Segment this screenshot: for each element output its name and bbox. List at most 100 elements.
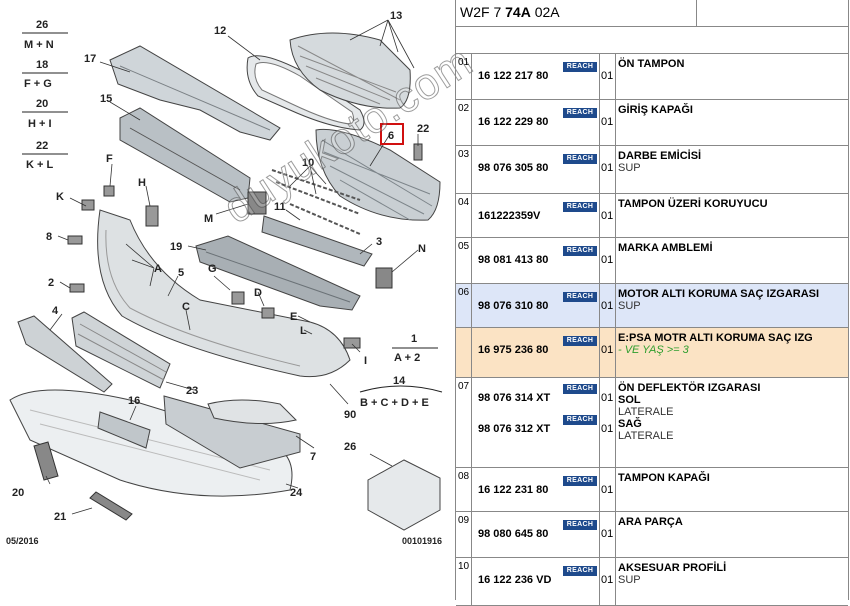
row-number: 03 bbox=[456, 146, 472, 193]
svg-text:1: 1 bbox=[411, 333, 417, 345]
legend-item: 14B + C + D + E bbox=[359, 375, 443, 409]
row-number: 01 bbox=[456, 54, 472, 99]
underbody-shield-part bbox=[9, 389, 293, 497]
svg-text:4: 4 bbox=[52, 305, 59, 317]
svg-text:G: G bbox=[208, 263, 217, 275]
svg-text:L: L bbox=[300, 325, 307, 337]
part-note: LATERALE bbox=[618, 406, 674, 418]
part-quantity: 01 bbox=[601, 162, 614, 174]
part-note: SOL bbox=[618, 394, 641, 406]
part-title: TAMPON ÜZERİ KORUYUCU bbox=[618, 198, 768, 210]
group-code: W2F 7 74A 02A bbox=[460, 4, 560, 20]
svg-text:20: 20 bbox=[12, 487, 24, 499]
part-reference[interactable]: 161222359V bbox=[478, 210, 541, 222]
part-reference[interactable]: 16 122 231 80 bbox=[478, 484, 549, 496]
part-note: SUP bbox=[618, 162, 641, 174]
svg-text:D: D bbox=[254, 287, 262, 299]
part-quantity: 01 bbox=[601, 254, 614, 266]
svg-text:24: 24 bbox=[290, 487, 303, 499]
reach-badge: REACH bbox=[563, 154, 597, 164]
part-reference[interactable]: 98 076 305 80 bbox=[478, 162, 549, 174]
svg-text:F + G: F + G bbox=[24, 78, 52, 90]
svg-text:3: 3 bbox=[376, 236, 382, 248]
part-description: TAMPON KAPAĞI bbox=[616, 468, 848, 511]
bumper-part bbox=[97, 209, 351, 378]
row-number: 06 bbox=[456, 284, 472, 327]
absorber-part bbox=[261, 215, 373, 267]
svg-text:A + 2: A + 2 bbox=[394, 352, 420, 364]
svg-text:10: 10 bbox=[302, 157, 314, 169]
part-reference[interactable]: 98 076 312 XT bbox=[478, 423, 551, 435]
reach-badge: REACH bbox=[563, 415, 597, 425]
part-reference[interactable]: 98 081 413 80 bbox=[478, 254, 549, 266]
svg-text:22: 22 bbox=[36, 140, 48, 152]
reach-badge: REACH bbox=[563, 292, 597, 302]
part-quantity: 01 bbox=[601, 423, 614, 435]
svg-text:H: H bbox=[138, 177, 146, 189]
part-note: - VE YAŞ >= 3 bbox=[618, 344, 689, 356]
part-quantity: 01 bbox=[601, 574, 614, 586]
svg-text:2: 2 bbox=[48, 277, 54, 289]
part-quantity: 01 bbox=[601, 484, 614, 496]
part-description: GİRİŞ KAPAĞI bbox=[616, 100, 848, 145]
part-description: ARA PARÇA bbox=[616, 512, 848, 557]
part-reference[interactable]: 16 122 229 80 bbox=[478, 116, 549, 128]
diagram-ref-no: 00101916 bbox=[402, 536, 442, 546]
part-quantity: 01 bbox=[601, 116, 614, 128]
svg-text:26: 26 bbox=[36, 19, 48, 31]
part-title: GİRİŞ KAPAĞI bbox=[618, 104, 693, 116]
part-reference[interactable]: 16 122 217 80 bbox=[478, 70, 549, 82]
diagram-date: 05/2016 bbox=[6, 536, 39, 546]
svg-text:F: F bbox=[106, 153, 113, 165]
reach-badge: REACH bbox=[563, 520, 597, 530]
part-title: AKSESUAR PROFİLİ bbox=[618, 562, 727, 574]
part-title: TAMPON KAPAĞI bbox=[618, 472, 710, 484]
row-number: 10 bbox=[456, 558, 472, 605]
legend-item: 26 M + N bbox=[22, 19, 68, 51]
main-grille-part bbox=[315, 128, 441, 221]
svg-text:22: 22 bbox=[417, 123, 429, 135]
row-number: 04 bbox=[456, 194, 472, 237]
part-reference[interactable]: 98 080 645 80 bbox=[478, 528, 549, 540]
svg-text:21: 21 bbox=[54, 511, 66, 523]
part-reference[interactable]: 16 975 236 80 bbox=[478, 344, 549, 356]
svg-text:M: M bbox=[204, 213, 213, 225]
svg-text:15: 15 bbox=[100, 93, 112, 105]
part-reference[interactable]: 98 076 314 XT bbox=[478, 392, 551, 404]
reach-badge: REACH bbox=[563, 476, 597, 486]
legend-combos: 26M + N 18F + G 20H + I 22K + L 1A + 2 1… bbox=[22, 19, 443, 409]
table-subheader bbox=[456, 27, 848, 54]
fastener-kit-part bbox=[367, 459, 441, 531]
table-header: W2F 7 74A 02A bbox=[456, 0, 848, 27]
row-number bbox=[456, 328, 472, 377]
part-reference[interactable]: 98 076 310 80 bbox=[478, 300, 549, 312]
svg-text:20: 20 bbox=[36, 98, 48, 110]
callouts: 13 12 17 15 6 22 10 11 3 N 19 M F H K 8 … bbox=[12, 10, 429, 523]
svg-text:14: 14 bbox=[393, 375, 406, 387]
reach-badge: REACH bbox=[563, 336, 597, 346]
part-note: SUP bbox=[618, 574, 641, 586]
legend-item: 20H + I bbox=[22, 98, 68, 130]
part-title: E:PSA MOTR ALTI KORUMA SAÇ IZG bbox=[618, 332, 813, 344]
table-row[interactable]: 08 16 122 231 80 REACH 01 TAMPON KAPAĞI bbox=[456, 468, 848, 512]
svg-text:5: 5 bbox=[178, 267, 184, 279]
highlight-box-6 bbox=[380, 123, 404, 145]
svg-text:M + N: M + N bbox=[24, 39, 54, 51]
svg-text:90: 90 bbox=[344, 409, 356, 421]
row-number: 05 bbox=[456, 238, 472, 283]
part-quantity: 01 bbox=[601, 392, 614, 404]
svg-text:11: 11 bbox=[274, 201, 286, 213]
part-reference[interactable]: 16 122 236 VD bbox=[478, 574, 552, 586]
row-number: 08 bbox=[456, 468, 472, 511]
part-description: TAMPON ÜZERİ KORUYUCU bbox=[616, 194, 848, 237]
